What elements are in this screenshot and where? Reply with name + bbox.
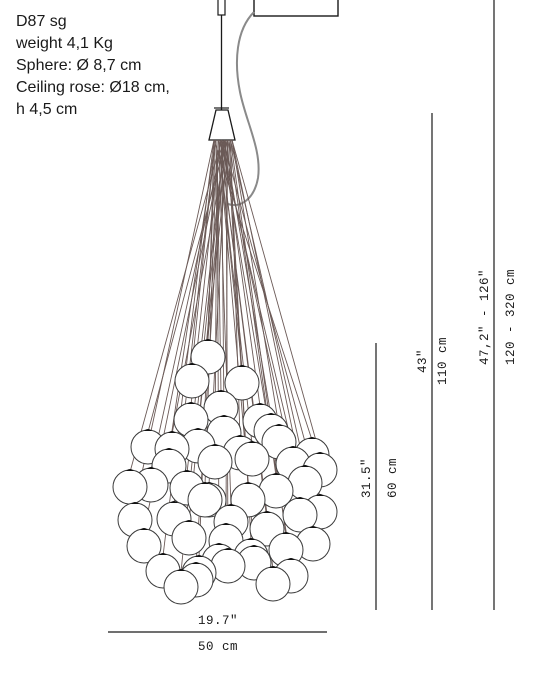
glass-sphere bbox=[197, 444, 233, 480]
glass-sphere bbox=[187, 482, 223, 518]
glass-sphere bbox=[287, 465, 323, 501]
product-spec: D87 sg weight 4,1 Kg Sphere: Ø 8,7 cm Ce… bbox=[16, 11, 170, 121]
cluster-height-cm-label: 60 cm bbox=[386, 458, 400, 498]
ceiling-rose-height-text: h 4,5 cm bbox=[16, 101, 78, 118]
min-height-inch-label: 43" bbox=[416, 349, 430, 373]
min-height-cm-label: 110 cm bbox=[436, 337, 450, 385]
total-height-inch-label: 47,2" - 126" bbox=[478, 269, 492, 365]
glass-sphere bbox=[234, 441, 270, 477]
glass-sphere bbox=[282, 497, 318, 533]
width-inch-label: 19.7" bbox=[198, 614, 238, 628]
pendant-cable bbox=[218, 139, 255, 549]
glass-sphere bbox=[255, 566, 291, 602]
pendant-cable bbox=[231, 139, 280, 428]
glass-sphere bbox=[224, 365, 260, 401]
glass-sphere bbox=[210, 548, 246, 584]
sphere-diameter-text: Sphere: Ø 8,7 cm bbox=[16, 57, 142, 74]
glass-sphere bbox=[174, 363, 210, 399]
ceiling-anchor bbox=[217, 0, 226, 16]
glass-spheres bbox=[112, 339, 338, 605]
total-height-cm-label: 120 - 320 cm bbox=[504, 269, 518, 365]
ceiling-canopy bbox=[253, 0, 339, 17]
cluster-height-inch-label: 31.5" bbox=[360, 458, 374, 498]
ceiling-rose-text: Ceiling rose: Ø18 cm, bbox=[16, 79, 170, 96]
pendant-cables bbox=[129, 139, 321, 573]
pendant-cable bbox=[204, 139, 218, 486]
pendant-cable bbox=[150, 139, 224, 471]
pendant-cable bbox=[225, 139, 229, 552]
glass-sphere bbox=[126, 528, 162, 564]
pendant-cable bbox=[231, 139, 321, 456]
ceiling-rose bbox=[208, 109, 236, 141]
glass-sphere bbox=[171, 520, 207, 556]
glass-sphere bbox=[112, 469, 148, 505]
model-name: D87 sg bbox=[16, 13, 67, 30]
glass-sphere bbox=[163, 569, 199, 605]
weight-text: weight 4,1 Kg bbox=[16, 35, 113, 52]
width-cm-label: 50 cm bbox=[198, 640, 238, 654]
pendant-cable bbox=[129, 139, 222, 473]
